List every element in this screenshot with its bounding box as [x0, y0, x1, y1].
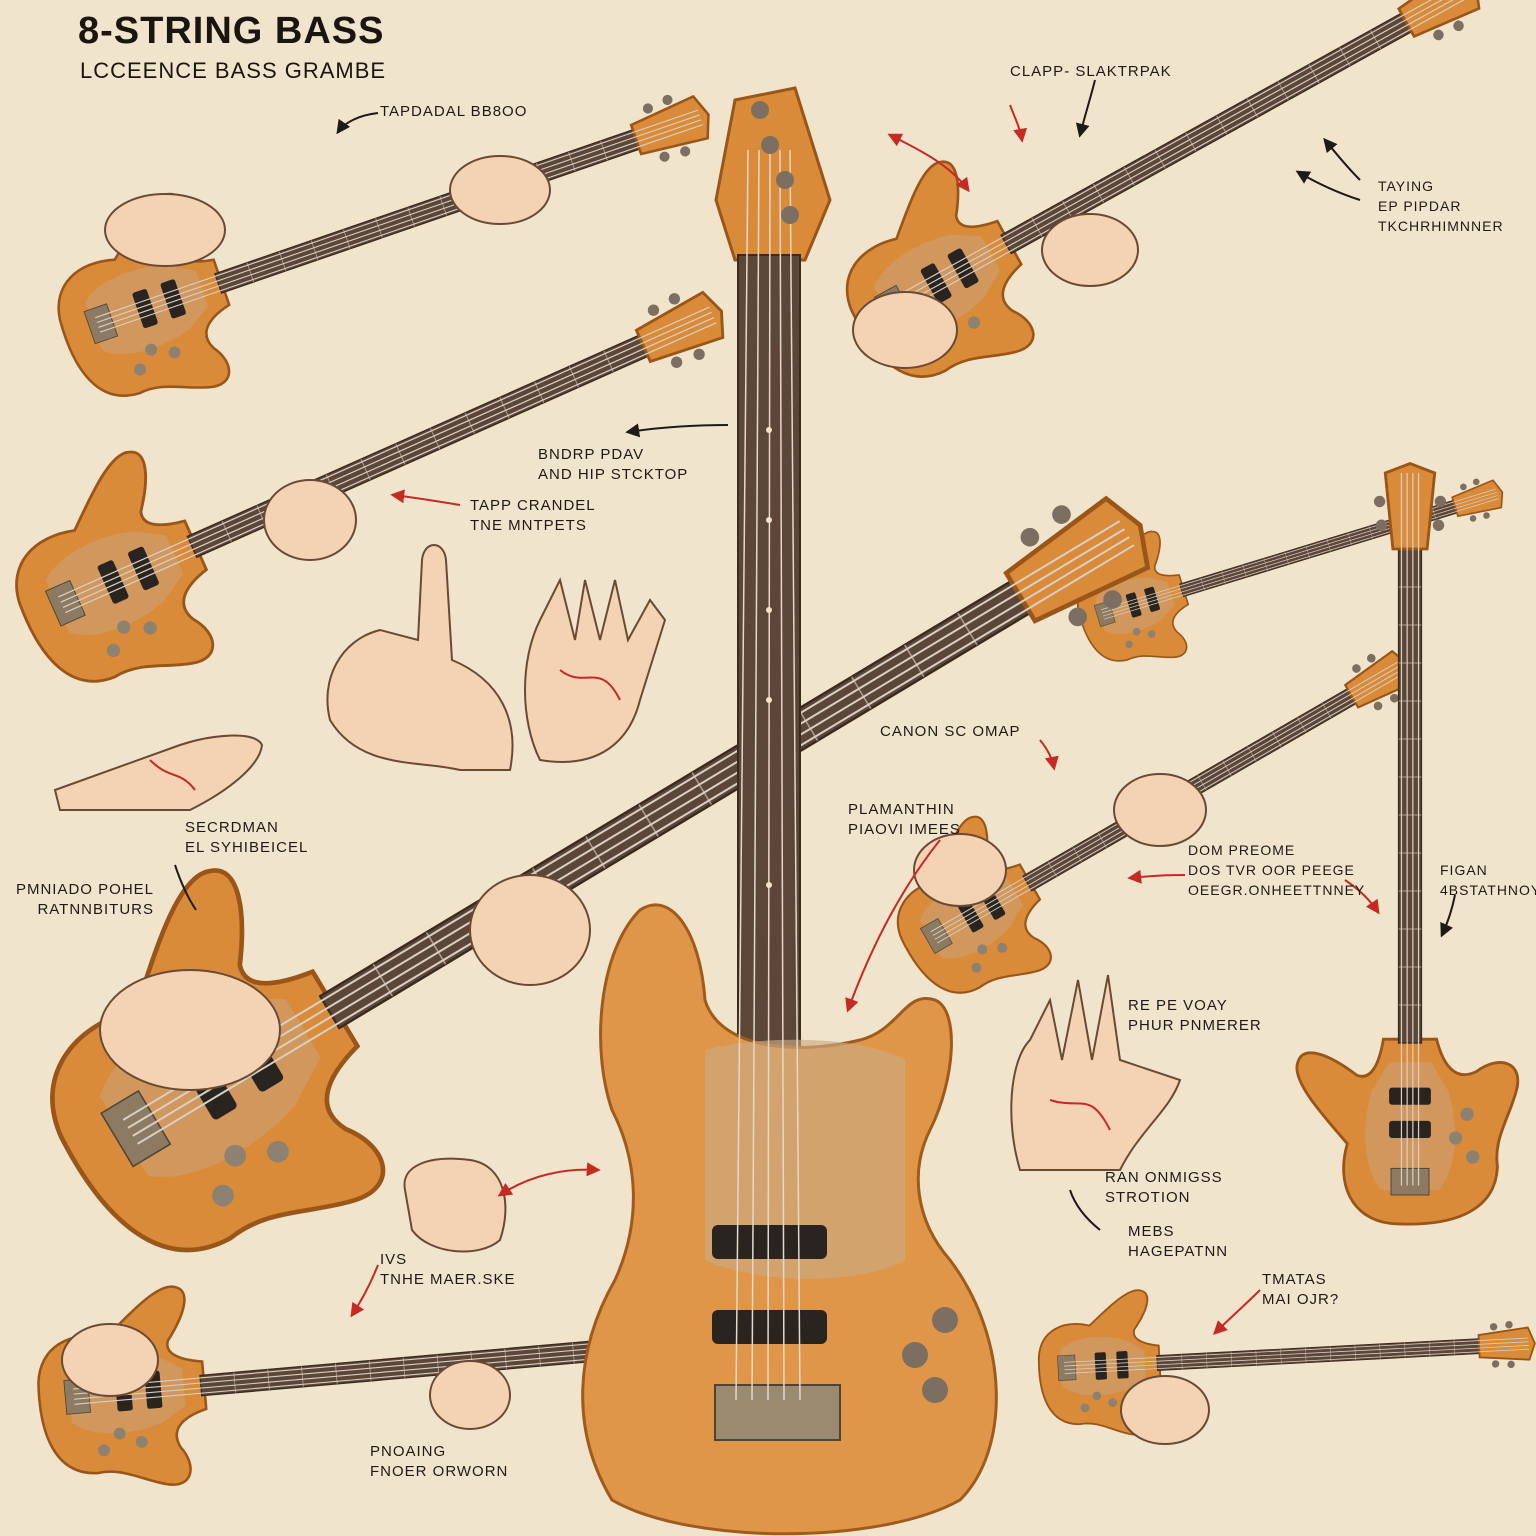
annotation-label-15: IVS TNHE MAER.SKE: [380, 1251, 516, 1288]
hand-top-right: [1041, 213, 1139, 287]
page-title: 8-STRING BASS: [78, 10, 385, 52]
hand-sketch-palm: [524, 577, 667, 763]
hand-large-fret: [469, 874, 591, 986]
bass-right-middle: [864, 588, 1450, 1024]
page-subtitle: LCCEENCE BASS GRAMBE: [80, 58, 387, 83]
annotation-label-5: TAPP CRANDEL TNE MNTPETS: [470, 497, 596, 534]
hand-large-pick: [99, 969, 281, 1091]
hand-sketch-pointing: [326, 544, 514, 771]
bass-top-right: [807, 0, 1526, 415]
hand-top-right-picking: [852, 291, 958, 369]
bass-large-vertical: [581, 86, 998, 1536]
annotation-label-13: RAN ONMIGSS STROTION: [1105, 1169, 1223, 1206]
hand-right-middle-fret: [1113, 773, 1207, 847]
hand-picking-top-left: [104, 193, 226, 267]
annotation-label-9: PLAMANTHIN PIAOVI IMEES: [848, 801, 961, 838]
hand-bottom-right: [1120, 1375, 1210, 1445]
hand-left-middle: [263, 479, 357, 561]
bass-bottom-right: [1034, 1268, 1536, 1445]
bass-bottom-left: [29, 1238, 728, 1498]
hand-bottom-left: [429, 1360, 511, 1430]
annotation-label-8: CANON SC OMAP: [880, 723, 1021, 740]
bass-large-diagonal: [0, 367, 1231, 1315]
annotation-label-4: BNDRP PDAV AND HIP STCKTOP: [538, 446, 689, 483]
bass-left-middle: [0, 206, 767, 721]
annotation-label-10: DOM PREOME DOS TVR OOR PEEGE OEEGR.ONHEE…: [1188, 842, 1366, 898]
hand-bottom-left-pick: [61, 1323, 159, 1397]
annotation-label-3: TAYING EP PIPDAR TKCHRHIMNNER: [1378, 178, 1504, 234]
annotation-label-14: MEBS HAGEPATNN: [1128, 1223, 1229, 1260]
annotation-label-6: SECRDMAN EL SYHIBEICEL: [185, 819, 309, 856]
hand-sketch-raised: [1010, 974, 1182, 1171]
hand-sketch-flat: [53, 734, 264, 811]
hand-fretting-top-left: [449, 155, 551, 225]
annotation-label-1: TAPDADAL BB8OO: [380, 103, 528, 120]
annotation-label-7: PMNIADO POHEL RATNNBITURS: [15, 881, 154, 918]
annotation-label-11: FIGAN 4BSTATHNOY: [1440, 862, 1536, 898]
annotation-label-16: TMATAS MAI OJR?: [1262, 1271, 1340, 1308]
hand-right-middle-pick: [913, 833, 1007, 907]
annotation-label-17: PNOAING FNOER ORWORN: [370, 1443, 509, 1480]
hand-sketch-fist: [403, 1157, 507, 1253]
annotation-label-2: CLAPP- SLAKTRPAK: [1010, 63, 1172, 80]
annotation-label-12: RE PE VOAY PHUR PNMERER: [1128, 997, 1262, 1034]
bass-top-left: [30, 17, 742, 429]
annotation-arrows: [174, 79, 1456, 1335]
